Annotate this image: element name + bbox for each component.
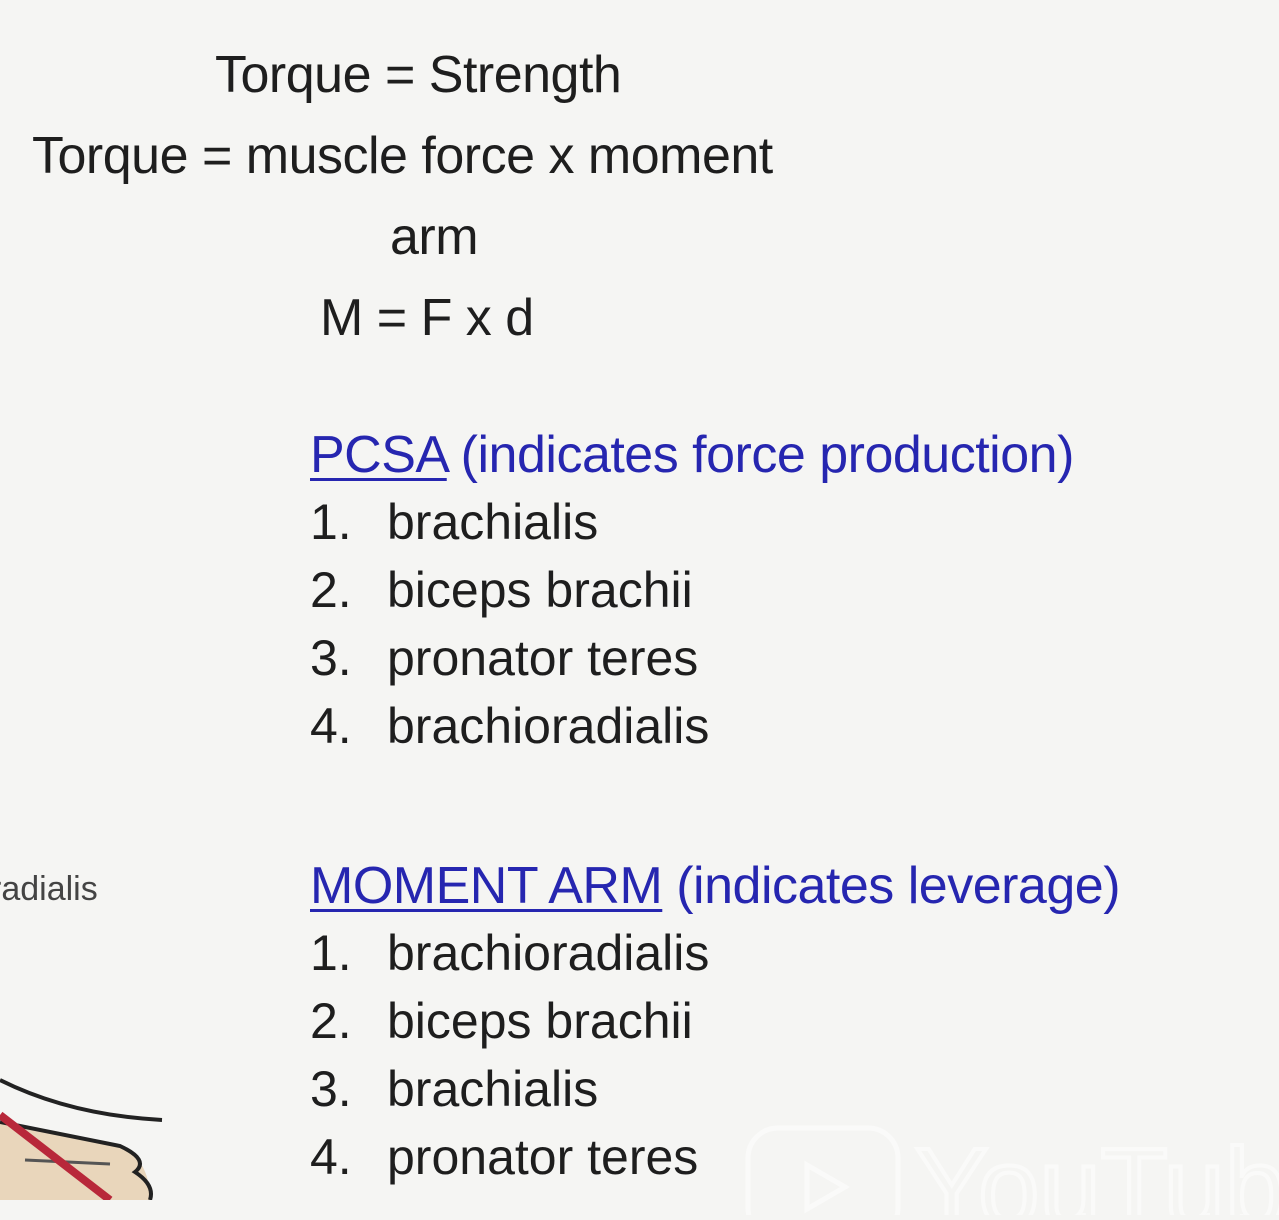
equation-moment: M = F x d (320, 289, 534, 347)
list-number: 2. (310, 562, 352, 618)
moment-arm-link[interactable]: MOMENT ARM (310, 857, 663, 915)
list-number: 1. (310, 925, 352, 981)
diagram-label-partial: radialis (0, 870, 98, 908)
list-number: 1. (310, 494, 352, 550)
svg-text:YouTube: YouTube (915, 1126, 1279, 1215)
list-item: pronator teres (387, 1129, 699, 1185)
moment-arm-heading: MOMENT ARM (indicates leverage) (310, 856, 1121, 916)
list-item: biceps brachii (387, 562, 693, 618)
arm-outline (0, 1078, 163, 1122)
equation-torque-definition: Torque = muscle force x moment (32, 127, 773, 185)
strike-line (0, 1111, 113, 1200)
pcsa-link[interactable]: PCSA (310, 426, 447, 484)
finger-line (24, 1158, 111, 1166)
pcsa-heading-desc: (indicates force production) (446, 426, 1075, 484)
pcsa-heading: PCSA (indicates force production) (310, 425, 1074, 485)
youtube-watermark: YouTube (745, 1124, 1279, 1220)
list-item: brachialis (387, 494, 599, 550)
equation-torque-strength: Torque = Strength (215, 46, 622, 104)
list-item: brachialis (387, 1061, 599, 1117)
list-number: 2. (310, 993, 352, 1049)
equation-torque-definition-cont: arm (390, 208, 479, 266)
list-number: 3. (310, 630, 352, 686)
moment-arm-heading-desc: (indicates leverage) (662, 857, 1121, 915)
list-item: pronator teres (387, 630, 699, 686)
list-number: 4. (310, 698, 352, 754)
list-item: brachioradialis (387, 698, 710, 754)
youtube-logo-icon: YouTube (745, 1124, 1279, 1220)
arm-illustration (0, 1078, 163, 1200)
list-item: brachioradialis (387, 925, 710, 981)
list-number: 4. (310, 1129, 352, 1185)
list-item: biceps brachii (387, 993, 693, 1049)
list-number: 3. (310, 1061, 352, 1117)
hand-outline (0, 1120, 153, 1200)
